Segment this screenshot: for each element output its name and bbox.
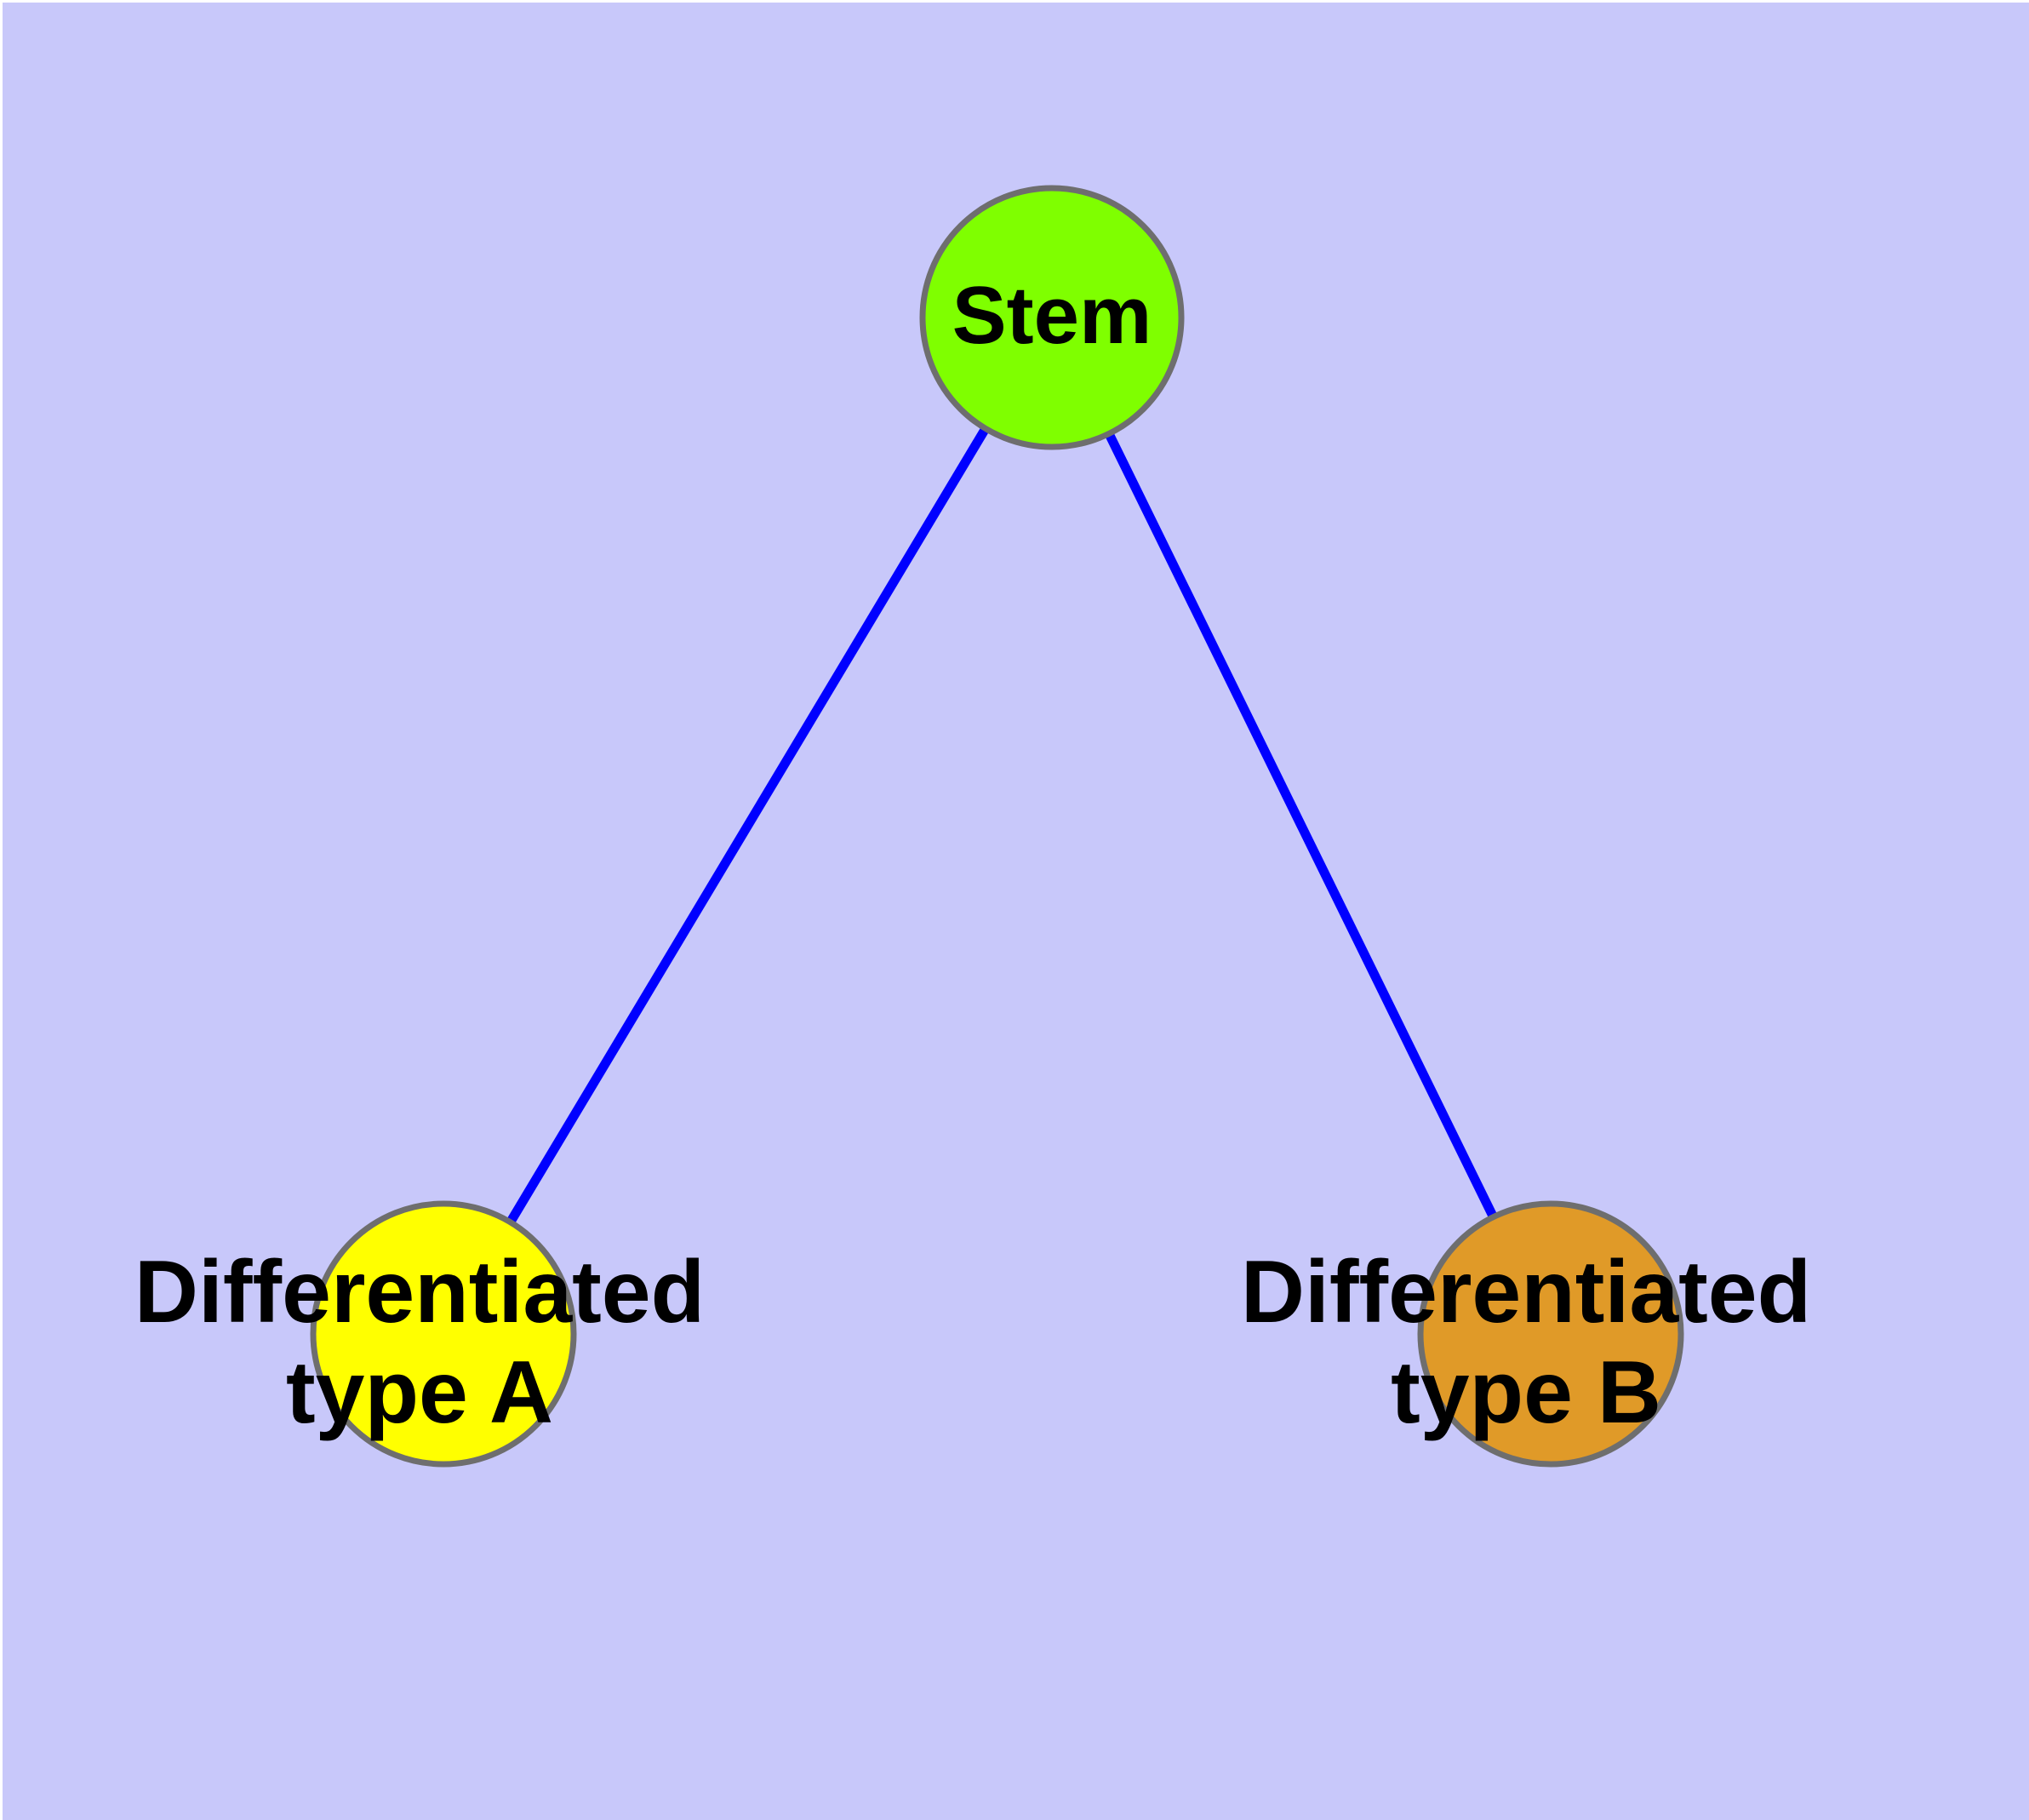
node-label-line: type A [286,1343,553,1442]
node-label-line: Differentiated [1241,1243,1811,1342]
graph-node-diff_a[interactable] [310,1200,577,1468]
node-label-stem: Stem [952,270,1152,361]
node-label-line: Stem [952,270,1152,361]
nodes-layer [310,185,1684,1468]
graph-node-stem[interactable] [919,185,1185,450]
node-label-line: type B [1391,1343,1661,1442]
graph-edge [439,315,1056,1336]
node-label-line: Differentiated [134,1243,705,1342]
edges-layer [439,315,1555,1336]
graph-node-diff_b[interactable] [1417,1200,1684,1468]
graph-edge [1048,315,1555,1336]
